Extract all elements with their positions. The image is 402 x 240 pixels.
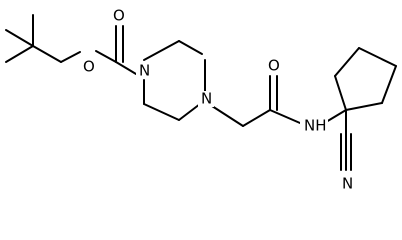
bond xyxy=(334,47,360,77)
bond xyxy=(345,102,383,111)
bond xyxy=(143,103,180,121)
bond xyxy=(5,29,34,47)
amide-oxygen-label: O xyxy=(268,57,280,75)
piperazine-nitrogen-4-label: N xyxy=(201,90,212,108)
bond xyxy=(178,40,203,55)
bond xyxy=(269,109,301,124)
molecule-diagram: O O N N O NH N xyxy=(5,7,397,193)
bond-lines xyxy=(5,14,397,171)
bond xyxy=(32,45,62,63)
bond xyxy=(178,103,201,121)
bond xyxy=(358,47,397,67)
atom-labels: O O N N O NH N xyxy=(80,7,355,193)
bond xyxy=(95,50,117,63)
bond xyxy=(143,40,180,61)
ester-oxygen-label: O xyxy=(83,58,95,76)
piperazine-nitrogen-1-label: N xyxy=(139,62,150,80)
bond xyxy=(381,65,397,104)
bond xyxy=(325,109,347,123)
bond xyxy=(60,51,81,63)
amide-nh-label: NH xyxy=(304,117,327,135)
bond xyxy=(242,109,271,127)
nitrile-nitrogen-label: N xyxy=(342,175,353,193)
bond xyxy=(211,105,244,127)
bond xyxy=(334,75,347,111)
carbonyl-oxygen-label: O xyxy=(113,7,125,25)
bond xyxy=(115,61,137,75)
bond xyxy=(5,45,34,63)
